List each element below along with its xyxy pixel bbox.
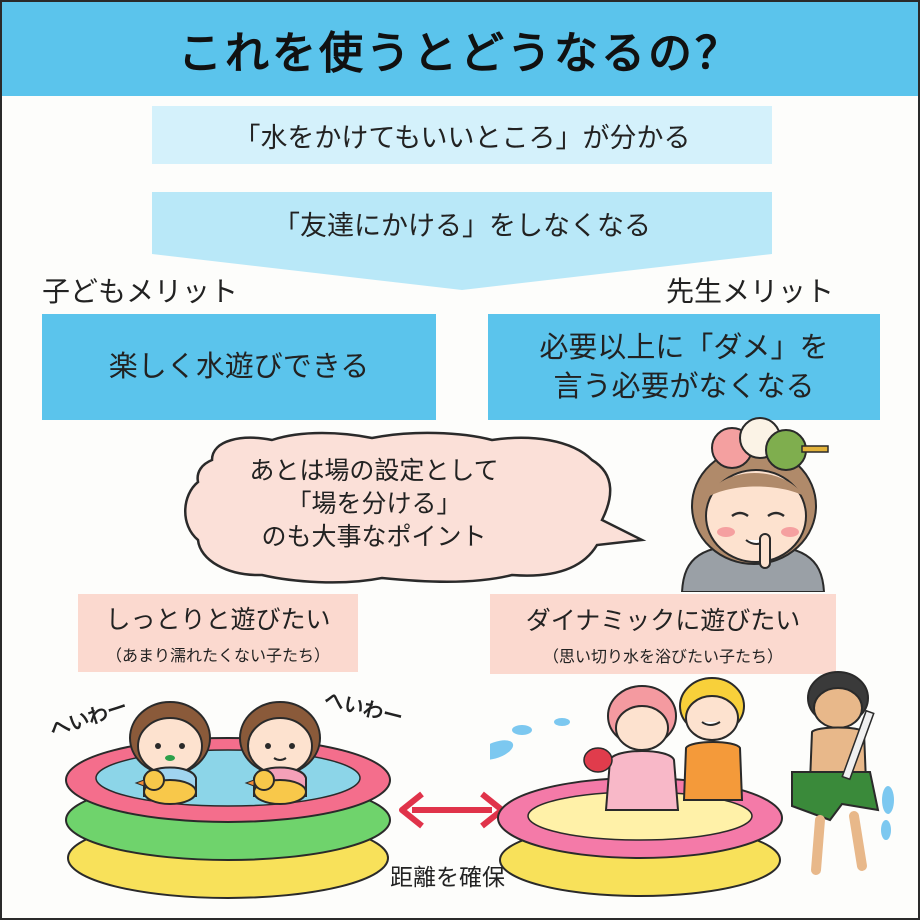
flow-step-1-text: 「水をかけてもいいところ」が分かる — [233, 122, 691, 154]
child-squirting — [791, 671, 880, 875]
teacher-merit-line1: 必要以上に「ダメ」を — [539, 329, 829, 364]
distance-label: 距離を確保 — [390, 865, 505, 891]
calm-play-note: （あまり濡れたくない子たち） — [105, 646, 330, 665]
child-merit-text: 楽しく水遊びできる — [108, 349, 370, 384]
flow-step-1: 「水をかけてもいいところ」が分かる — [152, 106, 772, 164]
teacher-merit-label: 先生メリット — [666, 275, 835, 308]
flow-step-2-text: 「友達にかける」をしなくなる — [273, 210, 651, 242]
child-pink-cap — [583, 685, 680, 811]
page-title: これを使うとどうなるの？ — [178, 28, 742, 79]
speech-bubble-text: あとは場の設定として 「場を分ける」 のも大事なポイント — [214, 454, 534, 553]
rubber-duck-left — [134, 769, 197, 805]
rubber-duck-right — [244, 769, 307, 805]
calm-play-box: しっとりと遊びたい （あまり濡れたくない子たち） — [78, 594, 358, 672]
calm-pool-illustration — [65, 701, 391, 899]
dynamic-play-title: ダイナミックに遊びたい — [525, 606, 801, 635]
speech-bubble — [184, 431, 647, 584]
teacher-merit-line2: 言う必要がなくなる — [553, 369, 815, 403]
dynamic-play-note: （思い切り水を浴びたい子たち） — [542, 647, 783, 666]
dynamic-play-box: ダイナミックに遊びたい （思い切り水を浴びたい子たち） — [490, 594, 836, 674]
calm-play-title: しっとりと遊びたい — [105, 605, 331, 634]
speech-line-3: のも大事なポイント — [261, 522, 487, 551]
child-merit-box: 楽しく水遊びできる — [42, 314, 436, 420]
child-merit-label: 子どもメリット — [42, 275, 239, 308]
speech-line-2: 「場を分ける」 — [286, 489, 462, 518]
child-yellow-cap — [679, 677, 745, 801]
teacher-merit-box: 必要以上に「ダメ」を 言う必要がなくなる — [488, 314, 880, 420]
flow-step-2: 「友達にかける」をしなくなる — [152, 192, 772, 254]
title-bar: これを使うとどうなるの？ — [2, 2, 918, 96]
speech-line-1: あとは場の設定として — [249, 456, 499, 485]
dynamic-pool-illustration — [490, 671, 894, 897]
flow-arrow-down — [152, 254, 772, 290]
teacher-illustration — [680, 417, 829, 592]
